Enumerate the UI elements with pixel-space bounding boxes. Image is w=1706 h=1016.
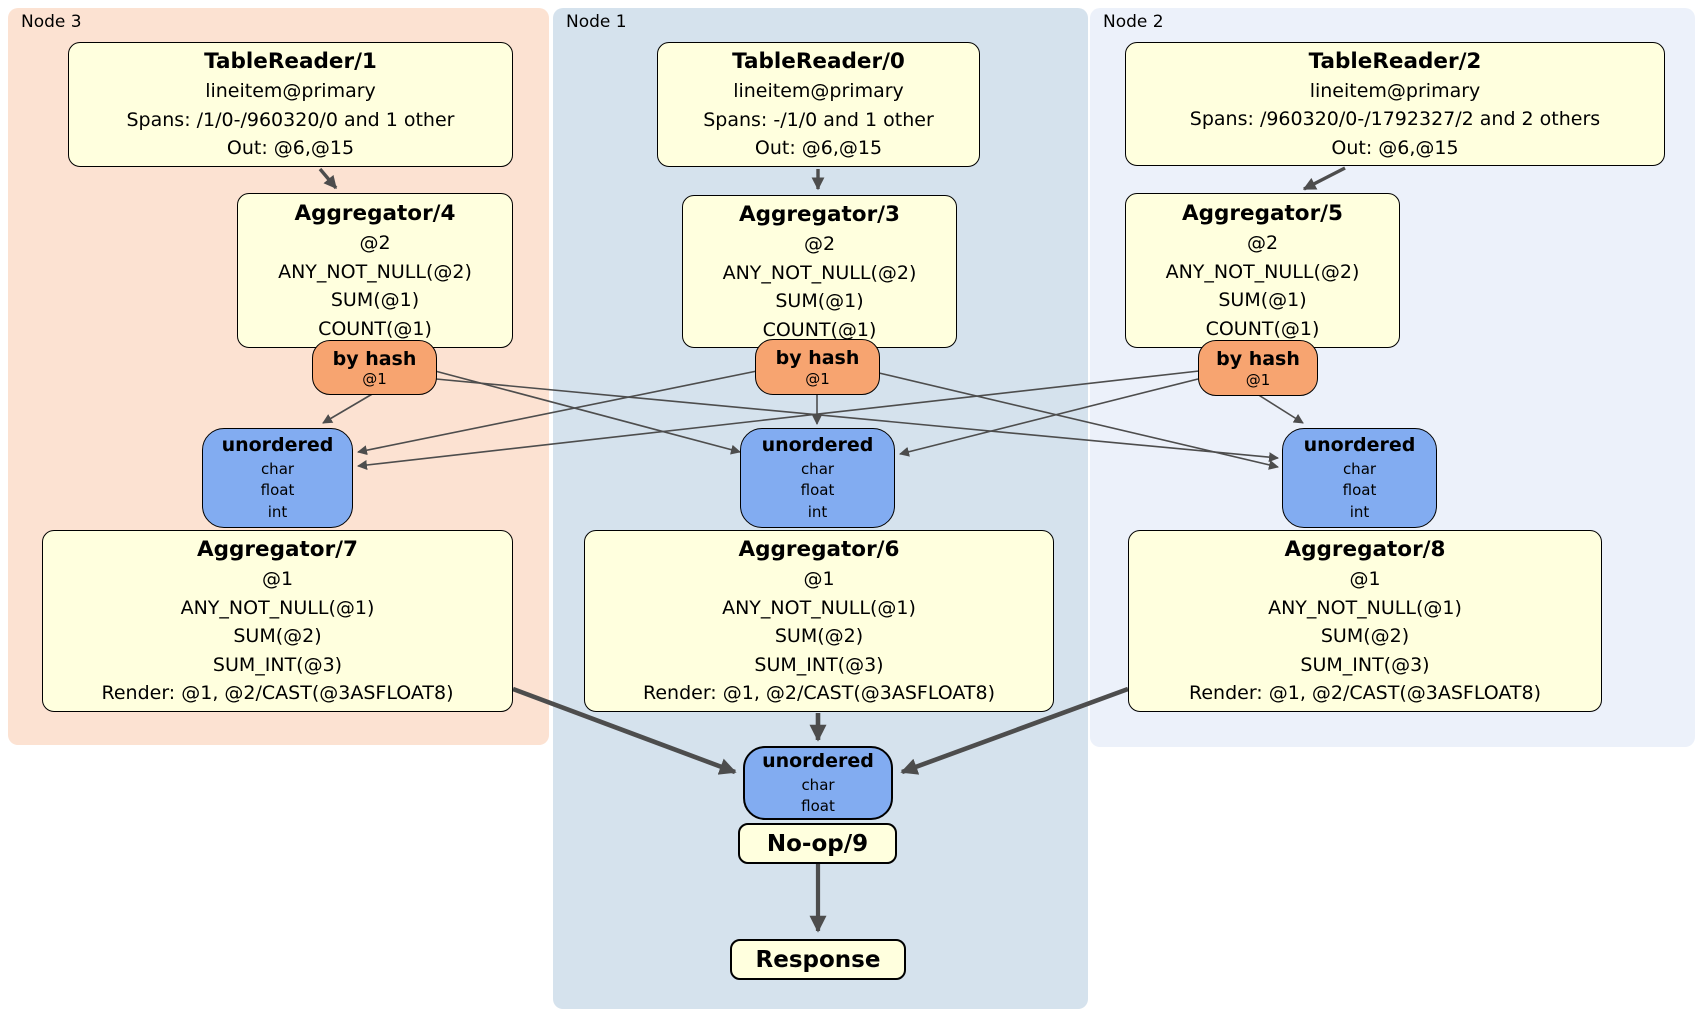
sync-node3-type-char: char <box>260 459 295 478</box>
node2-region-label: Node 2 <box>1103 12 1164 32</box>
tablereader-0-spans: Spans: -/1/0 and 1 other <box>703 108 934 131</box>
aggregator-7-group: @1 <box>261 568 294 591</box>
aggregator-4-fn3: COUNT(@1) <box>318 317 432 340</box>
sync-node2-title: unordered <box>1303 434 1416 457</box>
aggregator-6-group: @1 <box>803 568 835 591</box>
final-sync-type-float: float <box>801 797 835 816</box>
aggregator-8-fn2: SUM(@2) <box>1320 625 1410 648</box>
node1-region-label: Node 1 <box>566 12 627 32</box>
tablereader-1-index: lineitem@primary <box>205 80 376 103</box>
tablereader-1-spans: Spans: /1/0-/960320/0 and 1 other <box>126 108 455 131</box>
tablereader-0-box: TableReader/0 lineitem@primary Spans: -/… <box>657 42 980 167</box>
aggregator-7-box: Aggregator/7 @1 ANY_NOT_NULL(@1) SUM(@2)… <box>42 530 513 712</box>
aggregator-8-title: Aggregator/8 <box>1284 537 1446 563</box>
hash-router-node3: by hash @1 <box>312 340 437 395</box>
tablereader-2-spans: Spans: /960320/0-/1792327/2 and 2 others <box>1189 108 1601 131</box>
aggregator-5-title: Aggregator/5 <box>1182 200 1343 226</box>
aggregator-7-fn2: SUM(@2) <box>233 625 322 648</box>
aggregator-6-box: Aggregator/6 @1 ANY_NOT_NULL(@1) SUM(@2)… <box>584 530 1054 712</box>
sync-node1-type-float: float <box>800 481 835 500</box>
aggregator-3-fn3: COUNT(@1) <box>762 318 877 341</box>
sync-node3-title: unordered <box>221 434 334 457</box>
aggregator-3-group: @2 <box>803 233 836 256</box>
aggregator-6-fn1: ANY_NOT_NULL(@1) <box>722 596 916 619</box>
tablereader-0-out: Out: @6,@15 <box>754 137 883 160</box>
aggregator-6-title: Aggregator/6 <box>738 537 900 563</box>
aggregator-8-fn3: SUM_INT(@3) <box>1300 653 1430 676</box>
tablereader-2-out: Out: @6,@15 <box>1331 136 1459 159</box>
aggregator-8-box: Aggregator/8 @1 ANY_NOT_NULL(@1) SUM(@2)… <box>1128 530 1602 712</box>
tablereader-2-title: TableReader/2 <box>1308 48 1482 74</box>
aggregator-7-fn1: ANY_NOT_NULL(@1) <box>180 596 375 619</box>
sync-node3-type-int: int <box>267 503 288 522</box>
hash-router-node1-title: by hash <box>775 347 860 370</box>
response-title: Response <box>755 946 881 973</box>
tablereader-1-title: TableReader/1 <box>204 49 377 75</box>
aggregator-8-group: @1 <box>1349 568 1381 591</box>
sync-node2-type-int: int <box>1349 503 1370 522</box>
sync-node2: unordered char float int <box>1282 428 1437 528</box>
aggregator-3-title: Aggregator/3 <box>739 201 900 227</box>
tablereader-2-box: TableReader/2 lineitem@primary Spans: /9… <box>1125 42 1665 166</box>
tablereader-2-index: lineitem@primary <box>1309 79 1481 102</box>
response-box: Response <box>730 939 906 980</box>
sync-node1: unordered char float int <box>740 428 895 528</box>
tablereader-0-index: lineitem@primary <box>733 80 904 103</box>
noop-box: No-op/9 <box>738 823 897 864</box>
aggregator-4-title: Aggregator/4 <box>294 200 456 226</box>
hash-router-node2-title: by hash <box>1216 348 1300 371</box>
hash-router-node3-key: @1 <box>362 370 387 389</box>
tablereader-1-out: Out: @6,@15 <box>226 137 355 160</box>
node3-region-label: Node 3 <box>21 12 82 32</box>
sync-node3-type-float: float <box>260 481 295 500</box>
aggregator-5-box: Aggregator/5 @2 ANY_NOT_NULL(@2) SUM(@1)… <box>1125 193 1400 348</box>
aggregator-8-render: Render: @1, @2/CAST(@3ASFLOAT8) <box>1189 682 1541 705</box>
aggregator-5-fn1: ANY_NOT_NULL(@2) <box>1165 260 1360 283</box>
aggregator-5-fn3: COUNT(@1) <box>1205 317 1320 340</box>
hash-router-node3-title: by hash <box>332 347 417 370</box>
sync-node1-type-char: char <box>800 459 835 478</box>
tablereader-1-box: TableReader/1 lineitem@primary Spans: /1… <box>68 42 513 167</box>
final-sync-title: unordered <box>762 749 874 772</box>
hash-router-node1-key: @1 <box>805 369 830 388</box>
aggregator-6-fn2: SUM(@2) <box>774 625 864 648</box>
hash-router-node1: by hash @1 <box>755 339 880 395</box>
sync-node1-type-int: int <box>807 503 828 522</box>
aggregator-6-fn3: SUM_INT(@3) <box>754 653 884 676</box>
aggregator-7-fn3: SUM_INT(@3) <box>212 653 343 676</box>
final-sync-type-char: char <box>801 775 835 794</box>
noop-title: No-op/9 <box>766 830 869 857</box>
aggregator-4-fn2: SUM(@1) <box>330 289 420 312</box>
aggregator-4-fn1: ANY_NOT_NULL(@2) <box>278 260 472 283</box>
aggregator-5-fn2: SUM(@1) <box>1218 289 1307 312</box>
aggregator-8-fn1: ANY_NOT_NULL(@1) <box>1268 596 1462 619</box>
sync-node2-type-char: char <box>1342 459 1377 478</box>
tablereader-0-title: TableReader/0 <box>732 49 905 75</box>
aggregator-7-render: Render: @1, @2/CAST(@3ASFLOAT8) <box>101 682 454 705</box>
aggregator-4-group: @2 <box>359 232 391 255</box>
aggregator-3-fn2: SUM(@1) <box>775 290 864 313</box>
aggregator-3-fn1: ANY_NOT_NULL(@2) <box>722 261 917 284</box>
hash-router-node2-key: @1 <box>1245 370 1271 389</box>
aggregator-3-box: Aggregator/3 @2 ANY_NOT_NULL(@2) SUM(@1)… <box>682 195 957 348</box>
aggregator-6-render: Render: @1, @2/CAST(@3ASFLOAT8) <box>643 682 995 705</box>
sync-node3: unordered char float int <box>202 428 353 528</box>
sync-node1-title: unordered <box>761 434 874 457</box>
aggregator-5-group: @2 <box>1246 232 1279 255</box>
aggregator-7-title: Aggregator/7 <box>197 537 358 563</box>
final-sync: unordered char float <box>743 746 893 820</box>
aggregator-4-box: Aggregator/4 @2 ANY_NOT_NULL(@2) SUM(@1)… <box>237 193 513 348</box>
hash-router-node2: by hash @1 <box>1198 340 1318 396</box>
sync-node2-type-float: float <box>1342 481 1377 500</box>
